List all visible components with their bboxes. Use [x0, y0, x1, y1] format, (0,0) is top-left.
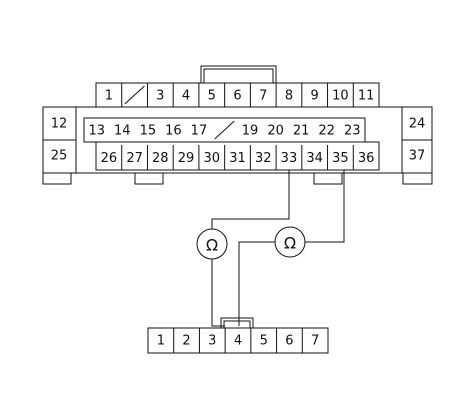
- bottom-pin-4-label: 4: [234, 334, 242, 349]
- pin-22-label: 22: [318, 124, 335, 139]
- pin-14-label: 14: [114, 124, 131, 139]
- pin-19-label: 19: [242, 124, 259, 139]
- wire-sensor2-to-bottom-pin4: [238, 241, 275, 326]
- pin-24-label: 24: [409, 117, 426, 132]
- pin-23-label: 23: [344, 124, 361, 139]
- mounting-foot-right: [402, 172, 433, 185]
- ohm-icon: Ω: [206, 236, 218, 255]
- sensor-2: [274, 226, 306, 258]
- bottom-pin-7-label: 7: [311, 334, 319, 349]
- pin-34-label: 34: [306, 151, 323, 166]
- empty-pin-slash: [124, 85, 145, 105]
- wire-sensor1-to-bottom-pin3: [211, 259, 225, 327]
- pin-21-label: 21: [293, 124, 310, 139]
- bottom-pin-6-label: 6: [285, 334, 293, 349]
- bottom-pin-3-label: 3: [208, 334, 216, 349]
- bottom-connector-latch-inner: [223, 320, 251, 329]
- empty-pin-slash: [214, 120, 235, 140]
- pin-11-label: 11: [358, 89, 375, 104]
- mounting-foot-left: [42, 172, 72, 185]
- pin-32-label: 32: [255, 151, 272, 166]
- pin-8-label: 8: [285, 89, 293, 104]
- pin-27-label: 27: [126, 151, 143, 166]
- pin-25-label: 25: [51, 149, 68, 164]
- pin-20-label: 20: [267, 124, 284, 139]
- pin-16-label: 16: [165, 124, 182, 139]
- pin-9-label: 9: [311, 89, 319, 104]
- sensor-1: [196, 228, 228, 260]
- pin-13-label: 13: [88, 124, 105, 139]
- pin-12-label: 12: [51, 117, 68, 132]
- bottom-pin-5-label: 5: [260, 334, 268, 349]
- ohm-icon: Ω: [284, 234, 296, 253]
- pin-3-label: 3: [156, 89, 164, 104]
- pin-37-label: 37: [409, 149, 426, 164]
- wire-pin35-to-sensor2: [305, 170, 345, 243]
- pin-28-label: 28: [152, 151, 169, 166]
- wire-pin33-to-sensor1: [211, 170, 290, 229]
- pin-5-label: 5: [208, 89, 216, 104]
- pin-6-label: 6: [233, 89, 241, 104]
- pin-36-label: 36: [358, 151, 375, 166]
- mounting-foot-mid: [134, 172, 164, 185]
- pin-1-label: 1: [105, 89, 113, 104]
- mounting-foot-right-mid: [313, 172, 343, 185]
- pin-35-label: 35: [332, 151, 349, 166]
- pin-29-label: 29: [178, 151, 195, 166]
- top-row-housing: [95, 82, 380, 108]
- pin-15-label: 15: [140, 124, 157, 139]
- pin-26-label: 26: [101, 151, 118, 166]
- pin-10-label: 10: [332, 89, 349, 104]
- pin-33-label: 33: [281, 151, 298, 166]
- bottom-connector-latch: [220, 317, 254, 329]
- pin-4-label: 4: [182, 89, 190, 104]
- lower-pin-field: [95, 141, 380, 171]
- connector-latch-inner: [203, 68, 274, 84]
- bottom-pin-2-label: 2: [182, 334, 190, 349]
- pin-17-label: 17: [191, 124, 208, 139]
- pin-30-label: 30: [203, 151, 220, 166]
- bottom-pin-1-label: 1: [157, 334, 165, 349]
- pin-7-label: 7: [259, 89, 267, 104]
- pin-31-label: 31: [229, 151, 246, 166]
